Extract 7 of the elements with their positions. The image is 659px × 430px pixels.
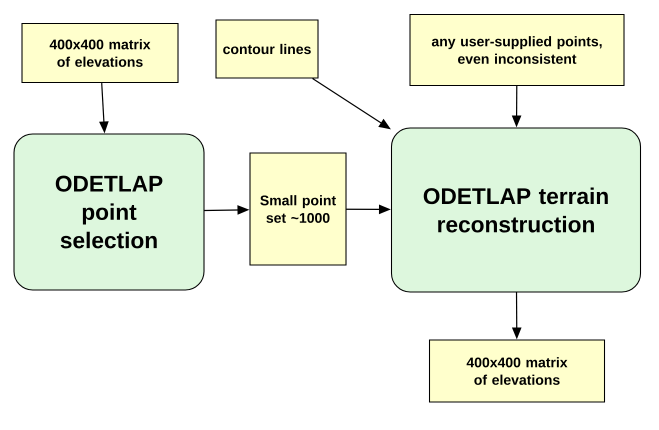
- data-box: Small point set ~1000: [249, 152, 347, 266]
- process-box: ODETLAP point selection: [13, 133, 205, 291]
- data-box: 400x400 matrix of elevations: [21, 22, 179, 84]
- data-box: 400x400 matrix of elevations: [428, 339, 606, 403]
- process-box: ODETLAP terrain reconstruction: [390, 127, 642, 293]
- data-box: any user-supplied points, even inconsistent: [409, 14, 625, 86]
- data-box: contour lines: [215, 19, 319, 79]
